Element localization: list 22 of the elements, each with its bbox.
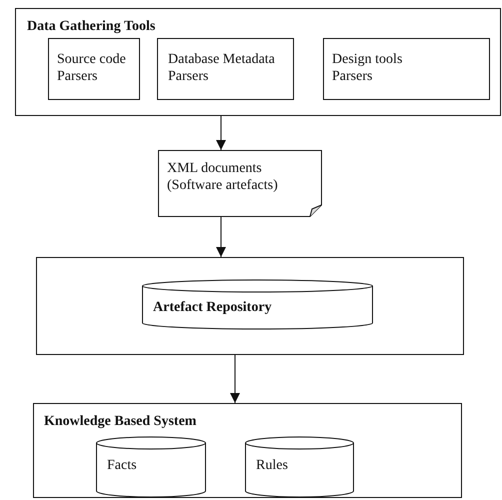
node-label: Database Metadata Parsers (168, 51, 276, 85)
arrow (216, 216, 226, 258)
node-title: Data Gathering Tools (27, 18, 156, 35)
process-box (36, 257, 464, 355)
node-label: XML documents (Software artefacts) (167, 160, 279, 194)
document-shape (158, 150, 322, 217)
process-box (33, 403, 462, 498)
database-cylinder (96, 437, 206, 497)
node-label: Facts (107, 457, 137, 474)
database-cylinder (245, 437, 354, 497)
process-box (157, 38, 294, 100)
arrow (216, 116, 226, 150)
database-cylinder (142, 280, 373, 329)
node-title: Knowledge Based System (44, 413, 196, 430)
node-label: Source code Parsers (57, 51, 127, 85)
process-box (323, 38, 490, 100)
arrow (230, 354, 240, 404)
process-box (15, 8, 501, 116)
process-box (48, 38, 140, 100)
node-title: Artefact Repository (153, 299, 272, 316)
node-label: Rules (256, 457, 288, 474)
node-label: Design tools Parsers (332, 51, 404, 85)
